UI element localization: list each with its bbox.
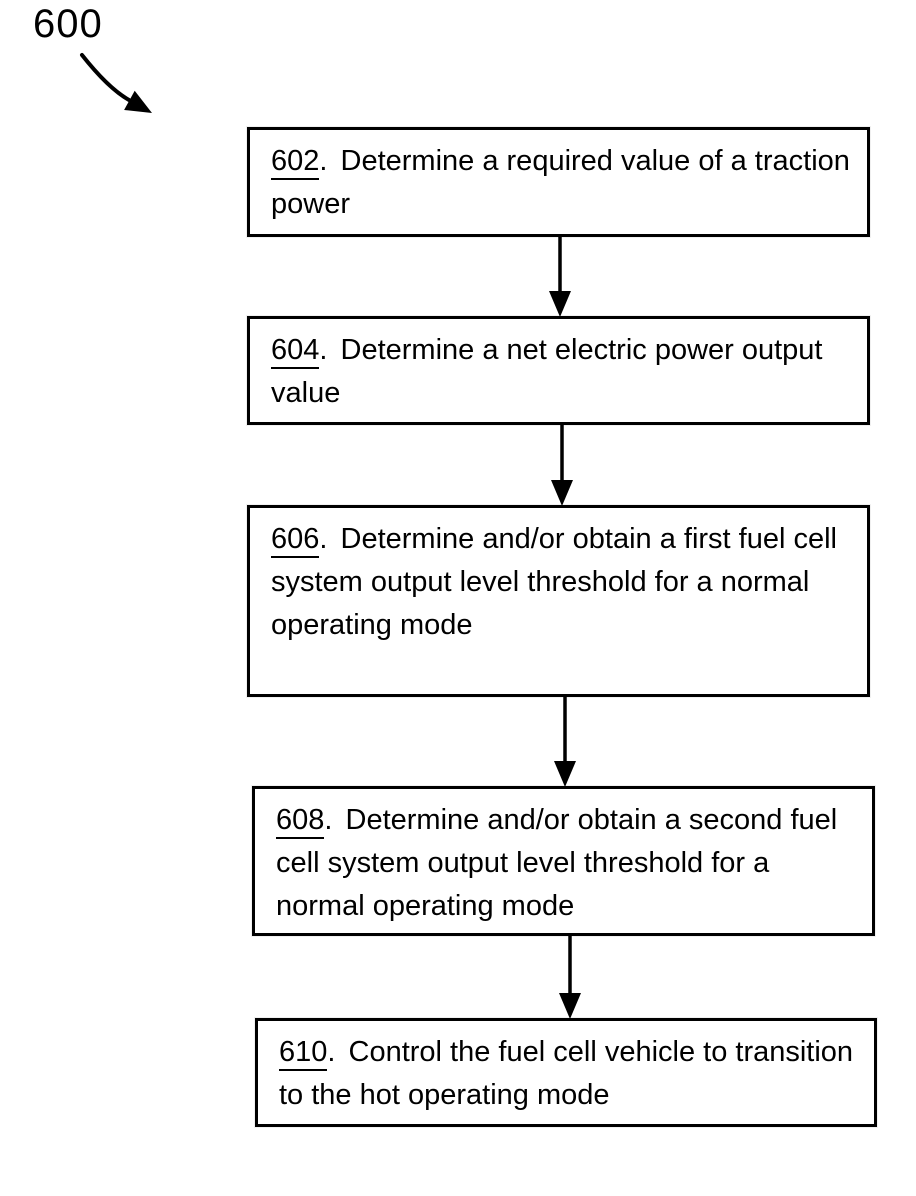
step-606-text: 606. Determine and/or obtain a first fue… xyxy=(271,518,855,647)
step-610-text: 610. Control the fuel cell vehicle to tr… xyxy=(279,1031,862,1117)
arrow-606-to-608-icon xyxy=(554,697,576,787)
step-608-number: 608 xyxy=(276,804,325,839)
step-box-608: 608. Determine and/or obtain a second fu… xyxy=(252,786,875,936)
step-box-610: 610. Control the fuel cell vehicle to tr… xyxy=(255,1018,877,1127)
arrow-604-to-606-icon xyxy=(551,425,573,506)
step-610-number: 610 xyxy=(279,1036,328,1071)
step-608-text: 608. Determine and/or obtain a second fu… xyxy=(276,799,860,928)
step-602-number-suffix: . xyxy=(319,145,336,177)
step-604-number-suffix: . xyxy=(319,334,336,366)
step-604-number: 604 xyxy=(271,334,320,369)
step-610-description: Control the fuel cell vehicle to transit… xyxy=(279,1036,854,1111)
step-608-number-suffix: . xyxy=(324,804,341,836)
step-606-number: 606 xyxy=(271,523,320,558)
step-604-text: 604. Determine a net electric power outp… xyxy=(271,329,855,415)
step-box-604: 604. Determine a net electric power outp… xyxy=(247,316,870,425)
step-box-606: 606. Determine and/or obtain a first fue… xyxy=(247,505,870,697)
curved-lead-arrow-icon xyxy=(80,53,152,113)
arrow-608-to-610-icon xyxy=(559,936,581,1019)
step-604-description: Determine a net electric power output va… xyxy=(271,334,823,409)
step-602-number: 602 xyxy=(271,145,320,180)
step-606-number-suffix: . xyxy=(319,523,336,555)
step-602-text: 602. Determine a required value of a tra… xyxy=(271,140,855,226)
step-606-description: Determine and/or obtain a first fuel cel… xyxy=(271,523,837,641)
arrow-602-to-604-icon xyxy=(549,237,571,317)
step-box-602: 602. Determine a required value of a tra… xyxy=(247,127,870,237)
step-608-description: Determine and/or obtain a second fuel ce… xyxy=(276,804,838,922)
step-602-description: Determine a required value of a traction… xyxy=(271,145,850,220)
step-610-number-suffix: . xyxy=(327,1036,344,1068)
figure-reference-label: 600 xyxy=(33,2,103,46)
